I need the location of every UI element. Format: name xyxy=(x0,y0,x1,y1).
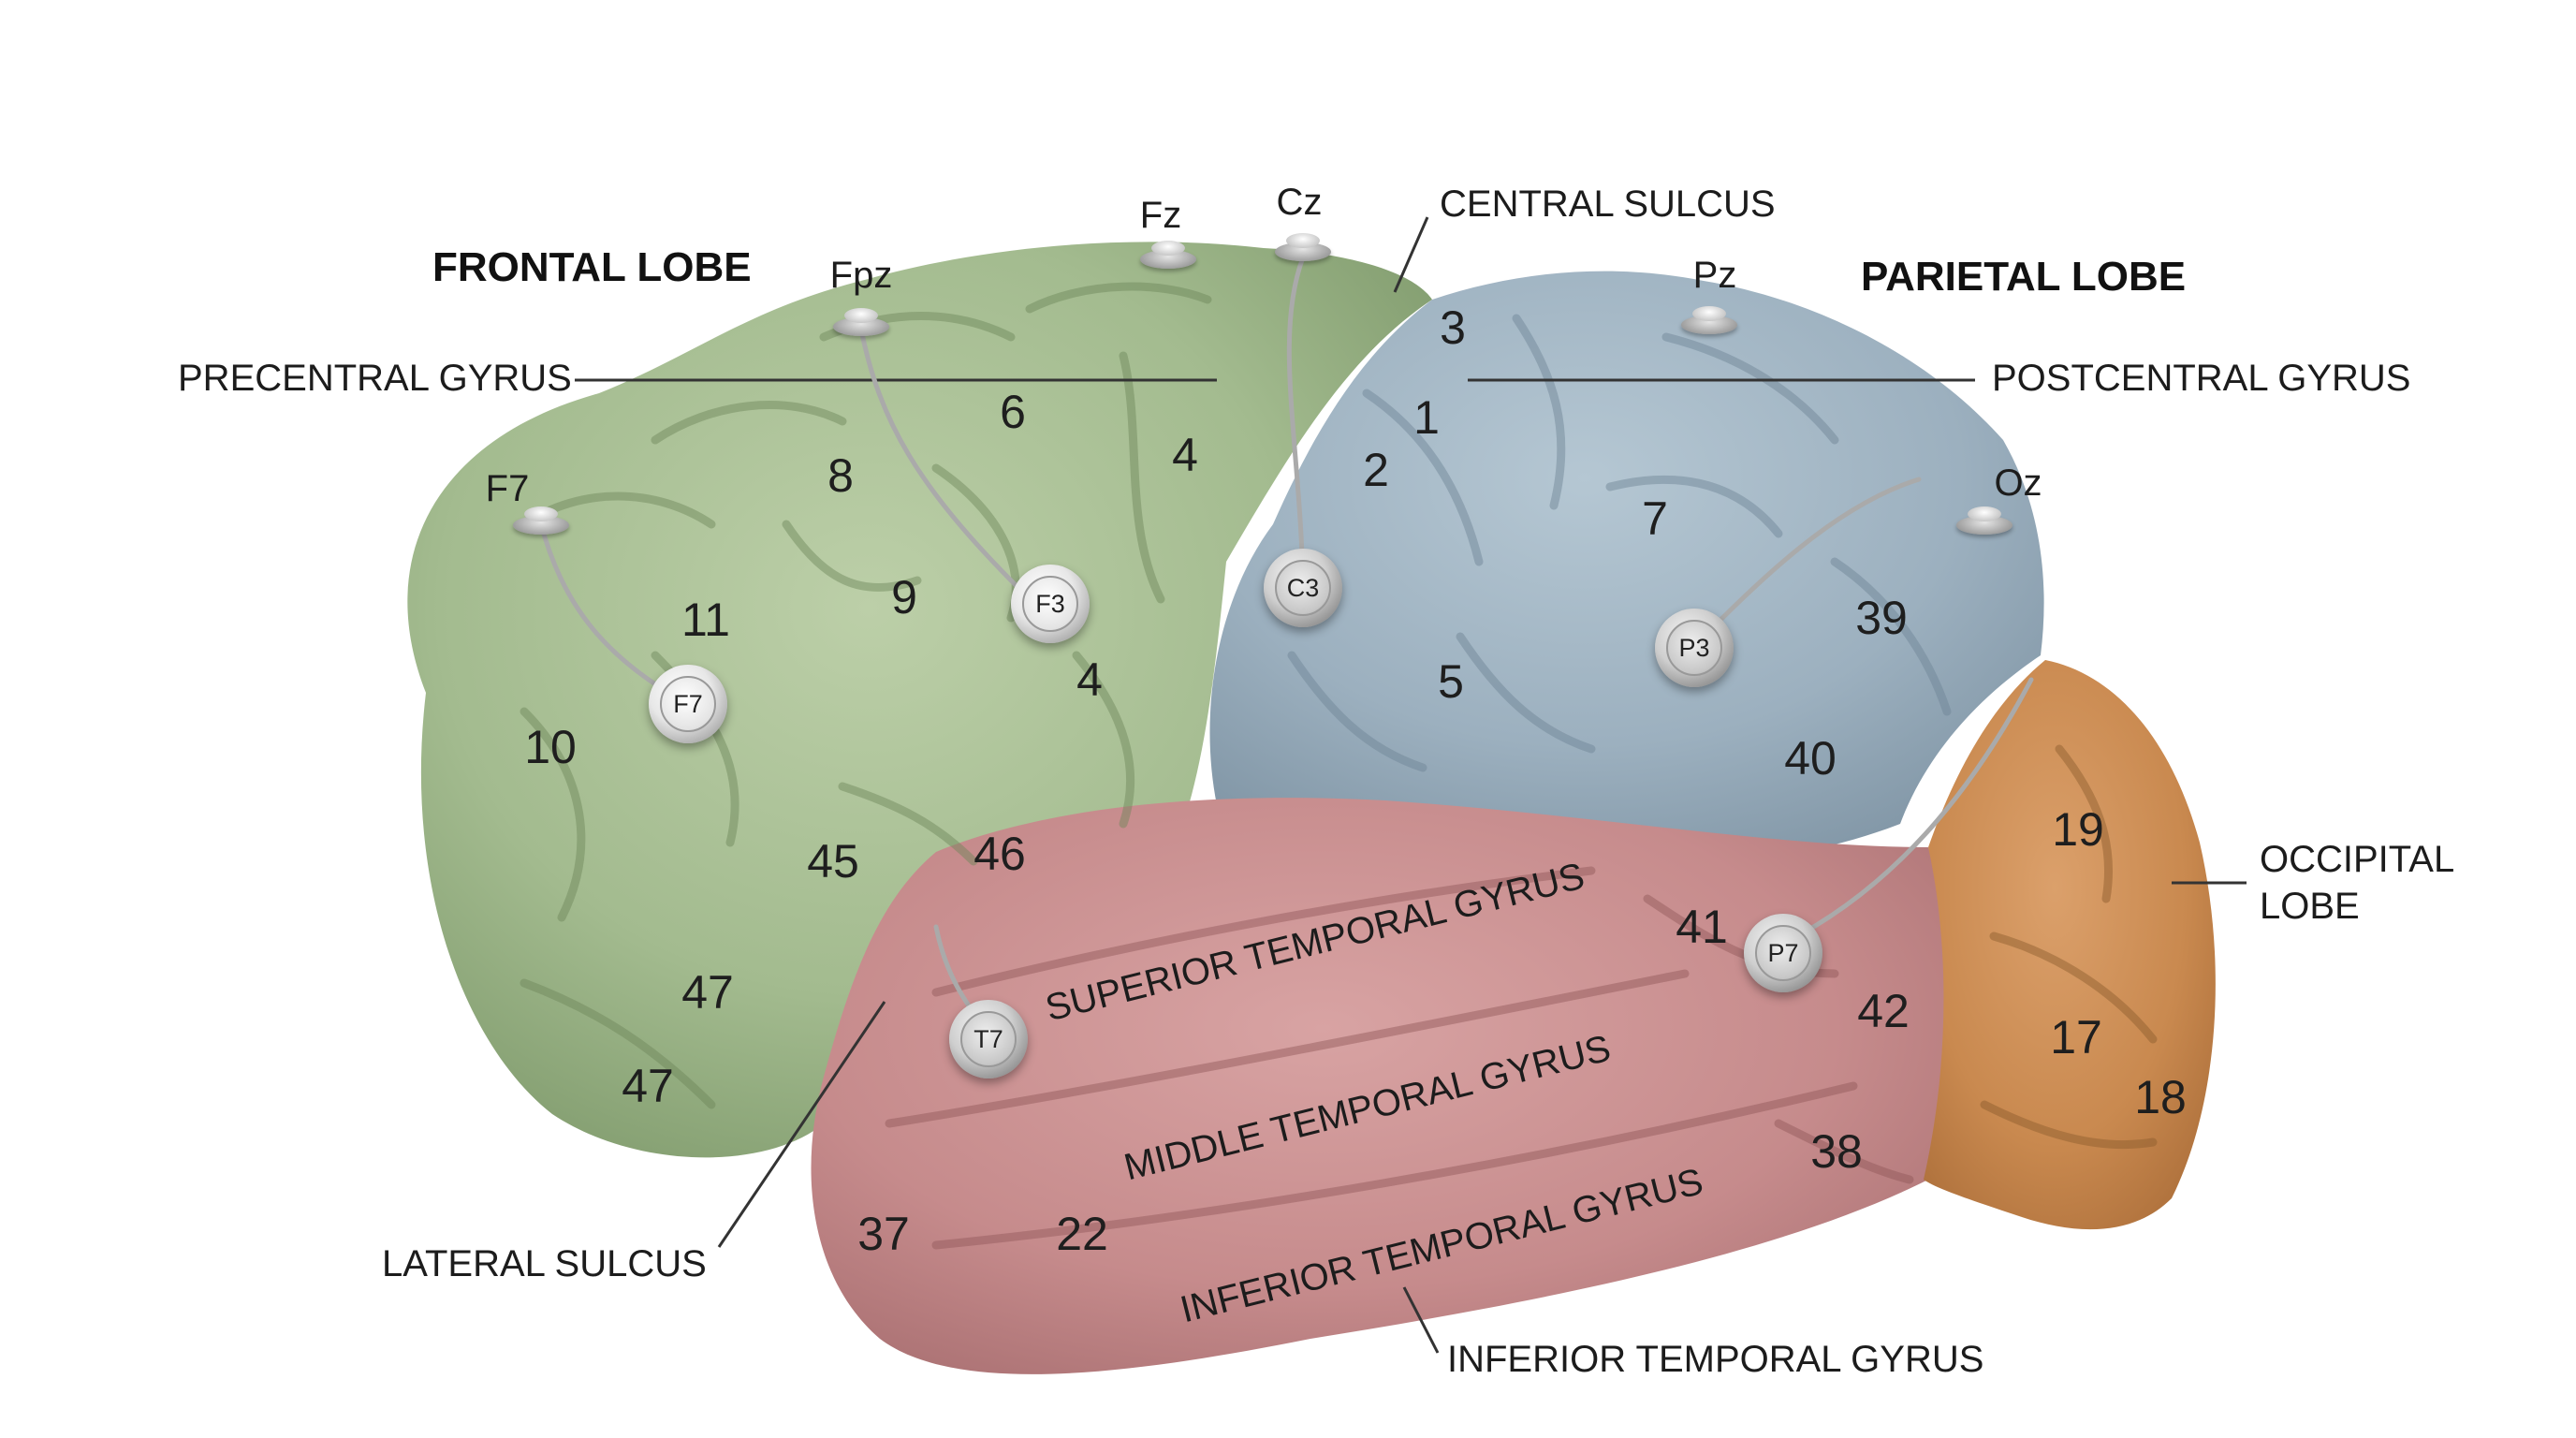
electrode-label-fpz: Fpz xyxy=(829,255,893,296)
area-6: 6 xyxy=(1000,386,1026,438)
electrode-cap-fpz xyxy=(833,308,889,336)
p7-wire xyxy=(1780,677,2034,946)
area-10: 10 xyxy=(524,721,577,773)
area-4-upper: 4 xyxy=(1172,429,1198,481)
inferior-temporal-gyrus-callout: INFERIOR TEMPORAL GYRUS xyxy=(1447,1339,1984,1380)
area-3: 3 xyxy=(1440,301,1466,354)
precentral-gyrus-label: PRECENTRAL GYRUS xyxy=(178,358,572,399)
area-5: 5 xyxy=(1438,655,1464,708)
parietal-lobe-region xyxy=(1209,271,2044,863)
c3-wire xyxy=(1286,255,1306,591)
inferior-temporal-leader-line xyxy=(1402,1286,1440,1354)
central-sulcus-leader-line xyxy=(1393,216,1429,293)
electrode-c3-label: C3 xyxy=(1286,574,1320,602)
area-38: 38 xyxy=(1810,1125,1863,1178)
area-47-upper: 47 xyxy=(681,966,734,1019)
central-sulcus-label: CENTRAL SULCUS xyxy=(1440,183,1776,225)
electrode-cap-fz xyxy=(1140,241,1196,269)
electrode-cap-cz xyxy=(1275,233,1331,261)
area-47-lower: 47 xyxy=(622,1060,674,1112)
electrode-f7: F7 xyxy=(649,665,727,743)
area-1: 1 xyxy=(1413,391,1440,444)
area-45: 45 xyxy=(807,835,859,888)
electrode-label-fz: Fz xyxy=(1139,195,1182,236)
electrode-t7: T7 xyxy=(949,1000,1028,1078)
electrode-p7: P7 xyxy=(1744,914,1822,992)
area-18: 18 xyxy=(2134,1071,2187,1123)
area-41: 41 xyxy=(1676,901,1728,953)
temporal-lobe-region xyxy=(811,798,1950,1374)
electrode-f3-label: F3 xyxy=(1035,590,1065,618)
postcentral-gyrus-label: POSTCENTRAL GYRUS xyxy=(1992,358,2411,399)
area-22: 22 xyxy=(1056,1208,1108,1260)
leader-lines xyxy=(575,216,2247,1354)
area-42: 42 xyxy=(1857,985,1910,1037)
area-40: 40 xyxy=(1784,732,1837,785)
area-37: 37 xyxy=(857,1208,910,1260)
area-19: 19 xyxy=(2052,803,2104,856)
area-17: 17 xyxy=(2050,1011,2102,1064)
area-9: 9 xyxy=(891,571,917,624)
occipital-lobe-region xyxy=(1924,660,2216,1230)
electrode-c3: C3 xyxy=(1264,549,1342,627)
electrode-label-f7: F7 xyxy=(485,468,530,509)
electrode-label-oz: Oz xyxy=(1994,462,2042,504)
lateral-sulcus-label: LATERAL SULCUS xyxy=(382,1243,707,1284)
lateral-sulcus-leader-line xyxy=(717,1001,886,1248)
area-39: 39 xyxy=(1855,592,1908,644)
electrode-label-cz: Cz xyxy=(1276,182,1323,223)
area-8: 8 xyxy=(827,449,854,502)
parietal-lobe-title: PARIETAL LOBE xyxy=(1861,254,2187,300)
area-11: 11 xyxy=(681,594,730,646)
electrode-cap-oz xyxy=(1956,506,2012,535)
electrode-cap-f7 xyxy=(513,506,569,535)
frontal-lobe-region xyxy=(407,242,1432,1158)
electrode-label-pz: Pz xyxy=(1692,255,1737,296)
area-7: 7 xyxy=(1642,492,1668,545)
electrode-p3-label: P3 xyxy=(1678,634,1710,662)
occipital-lobe-label-line2: LOBE xyxy=(2260,886,2360,927)
area-46: 46 xyxy=(973,828,1026,880)
electrode-f7-label: F7 xyxy=(673,690,703,718)
f3-wire xyxy=(858,327,1023,593)
frontal-lobe-title: FRONTAL LOBE xyxy=(432,244,752,290)
electrode-f3: F3 xyxy=(1011,565,1090,643)
area-4-lower: 4 xyxy=(1076,653,1103,706)
electrode-t7-label: T7 xyxy=(973,1025,1003,1053)
occipital-lobe-label-line1: OCCIPITAL xyxy=(2260,839,2455,880)
electrode-p3: P3 xyxy=(1655,609,1734,687)
electrode-p7-label: P7 xyxy=(1767,939,1799,967)
gyri-folds xyxy=(520,282,2158,1250)
electrode-cap-pz xyxy=(1681,306,1737,334)
area-2: 2 xyxy=(1363,444,1389,496)
